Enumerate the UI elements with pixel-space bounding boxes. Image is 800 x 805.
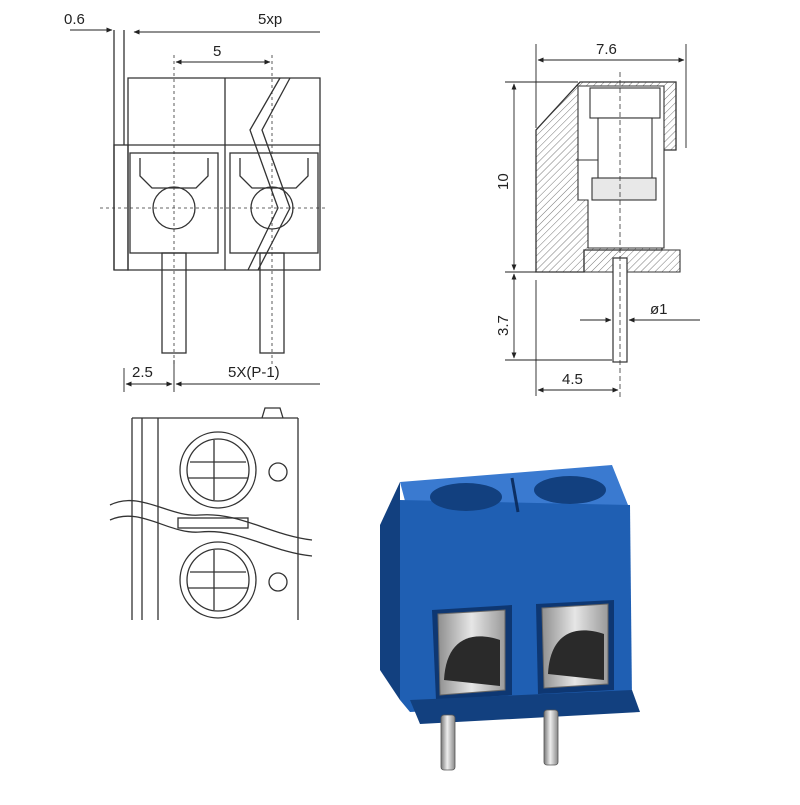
dim-pin-length-label: 3.7 bbox=[495, 315, 512, 336]
front-left-flange bbox=[113, 144, 129, 271]
dim-depth-label: 7.6 bbox=[596, 41, 617, 58]
side-bottom-ledge bbox=[583, 249, 681, 273]
side-view bbox=[535, 72, 681, 400]
front-body-outline bbox=[127, 77, 321, 271]
top-screw-1-outer bbox=[179, 431, 257, 509]
photo-side-face bbox=[380, 482, 400, 700]
top-tab bbox=[261, 407, 284, 419]
dim-pin-diameter-label: ø1 bbox=[650, 301, 668, 318]
photo-pin-left bbox=[440, 714, 456, 771]
dim-pin-position-label: 4.5 bbox=[562, 371, 583, 388]
photo-top-groove bbox=[510, 477, 520, 513]
photo-pin-right bbox=[543, 709, 559, 766]
top-view bbox=[109, 407, 313, 620]
terminal-block-photo bbox=[380, 465, 640, 771]
top-screw-1-inner bbox=[186, 438, 250, 502]
photo-base bbox=[410, 690, 640, 724]
photo-screw-hole-right bbox=[534, 476, 606, 504]
side-screw-head bbox=[589, 87, 661, 119]
dim-pitch-label: 5 bbox=[213, 43, 221, 60]
dim-total-width-label: 5xp bbox=[258, 11, 282, 28]
top-screw-2-outer bbox=[179, 541, 257, 619]
front-view bbox=[100, 30, 325, 365]
front-break-line-a bbox=[257, 77, 291, 271]
front-clamp-right bbox=[239, 158, 309, 189]
photo-screw-hole-left bbox=[430, 483, 502, 511]
top-hole-2 bbox=[268, 572, 288, 592]
photo-clamp-opening-right bbox=[548, 630, 604, 680]
front-break-line-b bbox=[247, 77, 281, 271]
top-break-wave-a bbox=[109, 499, 313, 541]
top-hole-1 bbox=[268, 462, 288, 482]
top-mid-slot bbox=[177, 517, 249, 529]
top-screw-2-inner bbox=[186, 548, 250, 612]
side-clamp-plate bbox=[591, 177, 657, 201]
dim-edge-to-pin-label: 2.5 bbox=[132, 364, 153, 381]
dim-pin-span-label: 5X(P-1) bbox=[228, 364, 280, 381]
dim-lead-offset-label: 0.6 bbox=[64, 11, 85, 28]
photo-clamp-opening-left bbox=[444, 636, 500, 686]
front-dimensions bbox=[70, 27, 320, 392]
side-dimensions bbox=[505, 44, 700, 396]
top-break-wave-b bbox=[109, 515, 313, 557]
dim-height-label: 10 bbox=[495, 173, 512, 190]
